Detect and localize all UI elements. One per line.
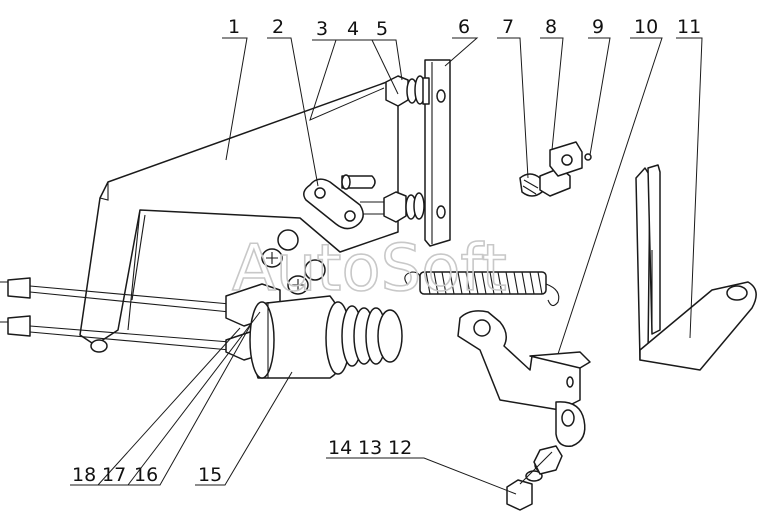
callout-14: 14: [328, 437, 352, 459]
callout-17: 17: [102, 464, 126, 486]
part-1-bracket-plate: [79, 77, 399, 353]
part-6-mounting-plate: [424, 59, 451, 247]
leader-lines: [70, 37, 703, 495]
callout-13: 13: [358, 437, 382, 459]
callout-1: 1: [228, 16, 240, 38]
callout-2: 2: [272, 16, 284, 38]
callout-4: 4: [347, 18, 359, 40]
part-2-link-plate: [303, 174, 376, 230]
part-7-8-9-clamp: [519, 141, 592, 197]
callout-18: 18: [72, 464, 96, 486]
callout-3: 3: [316, 18, 328, 40]
part-3-4-5-bolt-assembly-upper: [385, 75, 430, 107]
callout-15: 15: [198, 464, 222, 486]
cables: [0, 277, 231, 351]
screws-16-17: [261, 229, 326, 295]
callout-10: 10: [634, 16, 658, 38]
callout-9: 9: [592, 16, 604, 38]
callout-16: 16: [134, 464, 158, 486]
watermark-text: AutoSoft: [232, 232, 507, 306]
callout-numbers: 1 2 3 4 5 6 7 8 9 10 11 12 13 14 15 16 1…: [72, 16, 701, 486]
callout-8: 8: [545, 16, 557, 38]
callout-12: 12: [388, 437, 412, 459]
part-15-solenoid: [225, 283, 403, 379]
part-12-13-14-bolt-set: [506, 445, 563, 511]
spring: [404, 271, 560, 307]
callout-5: 5: [376, 18, 388, 40]
part-10-lever-bracket: [457, 310, 591, 447]
callout-7: 7: [502, 16, 514, 38]
part-11-l-bracket: [635, 164, 757, 371]
bolt-assembly-lower: [360, 191, 425, 223]
callout-6: 6: [458, 16, 470, 38]
callout-11: 11: [677, 16, 701, 38]
